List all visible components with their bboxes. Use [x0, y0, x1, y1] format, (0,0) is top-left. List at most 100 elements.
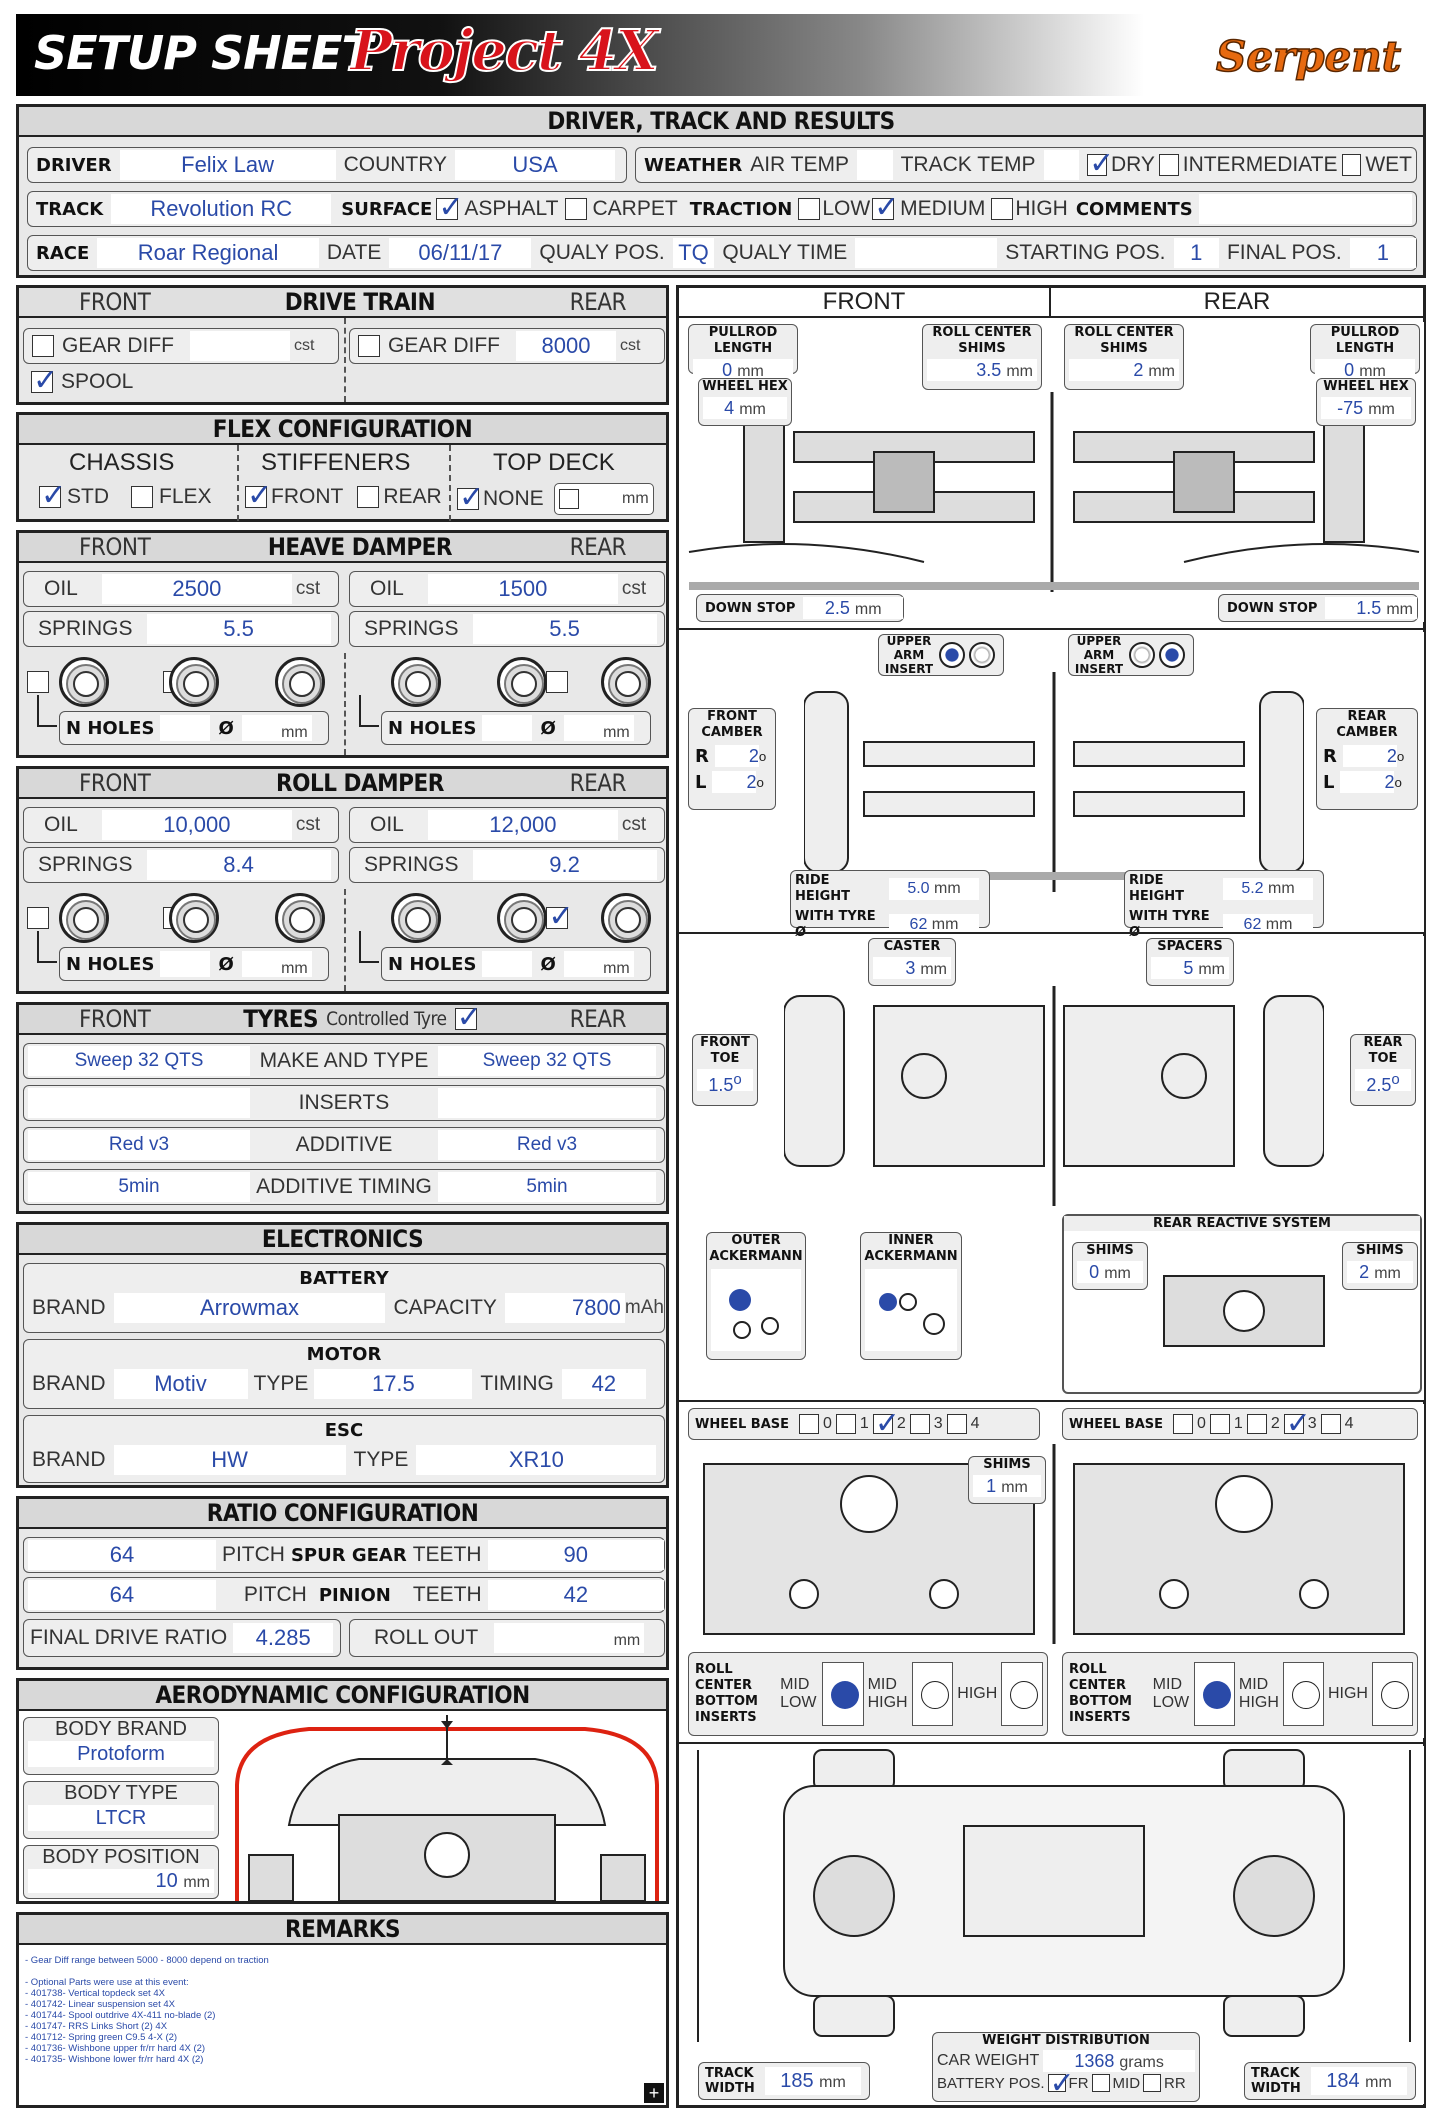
front-oil-field[interactable]: 10,000 — [101, 810, 292, 840]
tyre-front-field[interactable]: 62 mm — [889, 914, 979, 936]
wheelbase-option-checkbox[interactable] — [1209, 1414, 1230, 1434]
rrs-shims-left-field[interactable]: 0 mm — [1077, 1261, 1143, 1283]
mid-high-radio[interactable] — [911, 1662, 954, 1726]
starting-pos-field[interactable]: 1 — [1173, 238, 1219, 268]
country-field[interactable]: USA — [455, 150, 616, 180]
pullrod-front-field[interactable]: 0 mm — [693, 359, 793, 381]
front-gear-diff-checkbox[interactable] — [32, 335, 54, 357]
insert-option-icon[interactable] — [969, 642, 995, 668]
inner-ack-selector[interactable] — [865, 1269, 957, 1351]
high-radio[interactable] — [1001, 1662, 1043, 1726]
none-checkbox[interactable] — [457, 480, 484, 515]
rear-diameter-field[interactable]: mm — [563, 951, 634, 977]
medium-checkbox[interactable] — [872, 190, 899, 225]
body-brand-field[interactable]: Protoform — [28, 1741, 214, 1767]
rollout-field[interactable]: mm — [494, 1623, 645, 1653]
remarks-text[interactable]: - Gear Diff range between 5000 - 8000 de… — [25, 1955, 269, 2065]
front-piston-1-checkbox[interactable] — [27, 671, 49, 693]
wheel-hex-front-field[interactable]: 4 mm — [703, 397, 787, 419]
insert-option-icon[interactable] — [1129, 642, 1155, 668]
fdr-field[interactable]: 4.285 — [233, 1623, 334, 1653]
driver-field[interactable]: Felix Law — [119, 150, 336, 180]
battery-brand-field[interactable]: Arrowmax — [113, 1293, 386, 1323]
rear-piston-1-checkbox[interactable] — [546, 899, 573, 934]
rear-oil-field[interactable]: 1500 — [427, 574, 618, 604]
tw-rear-field[interactable]: 184 mm — [1311, 2067, 1407, 2095]
timing-field[interactable]: 42 — [561, 1369, 646, 1399]
tyre-front-field[interactable]: 5min — [28, 1172, 250, 1202]
down-stop-front-field[interactable]: 2.5 mm — [803, 597, 903, 619]
wheelbase-option-checkbox[interactable] — [1283, 1406, 1311, 1441]
top-deck-checkbox[interactable] — [558, 489, 579, 509]
body-position-field[interactable]: 10 mm — [28, 1869, 214, 1893]
race-field[interactable]: Roar Regional — [97, 238, 319, 268]
tyre-rear-field[interactable] — [438, 1088, 656, 1118]
front-springs-field[interactable]: 5.5 — [146, 614, 331, 644]
front-gear-diff-field[interactable] — [190, 331, 291, 361]
wheelbase-option-checkbox[interactable] — [872, 1406, 900, 1441]
motor-type-field[interactable]: 17.5 — [314, 1369, 473, 1399]
wheelbase-option-checkbox[interactable] — [835, 1414, 856, 1434]
tyre-front-field[interactable]: Red v3 — [28, 1130, 250, 1160]
pinion-teeth-field[interactable]: 42 — [487, 1580, 664, 1610]
high-checkbox[interactable] — [991, 198, 1014, 220]
mid-checkbox[interactable] — [1091, 2074, 1110, 2092]
rear-springs-field[interactable]: 9.2 — [472, 850, 657, 880]
qualy-time-field[interactable] — [855, 238, 998, 268]
rear-toe-field[interactable]: 2.5o — [1355, 1069, 1411, 1095]
tyre-rear-field[interactable]: 62 mm — [1223, 914, 1313, 936]
caster-field[interactable]: 3 mm — [873, 957, 951, 979]
pinion-pitch-field[interactable]: 64 — [28, 1580, 216, 1610]
esc-brand-field[interactable]: HW — [113, 1445, 346, 1475]
front-diameter-field[interactable]: mm — [241, 715, 312, 741]
dry-checkbox[interactable] — [1087, 146, 1114, 181]
wet-checkbox[interactable] — [1341, 154, 1362, 176]
wb-shims-field[interactable]: 1 mm — [973, 1475, 1041, 1497]
tyre-rear-field[interactable]: Sweep 32 QTS — [438, 1046, 656, 1076]
rear-springs-field[interactable]: 5.5 — [472, 614, 657, 644]
rear-diameter-field[interactable]: mm — [563, 715, 634, 741]
pullrod-rear-field[interactable]: 0 mm — [1315, 359, 1415, 381]
date-field[interactable]: 06/11/17 — [389, 238, 532, 268]
wheel-hex-rear-field[interactable]: -75 mm — [1321, 397, 1411, 419]
front-holes-field[interactable] — [160, 715, 211, 741]
high-radio[interactable] — [1371, 1662, 1413, 1726]
front-piston-1-checkbox[interactable] — [27, 907, 49, 929]
rear-holes-field[interactable] — [482, 951, 533, 977]
front-toe-field[interactable]: 1.5o — [697, 1069, 753, 1095]
camber-rr-field[interactable]: 2 — [1342, 745, 1397, 767]
air-temp-field[interactable] — [856, 150, 893, 180]
mid-high-radio[interactable] — [1282, 1662, 1324, 1726]
rear-oil-field[interactable]: 12,000 — [427, 810, 618, 840]
comments-field[interactable] — [1198, 194, 1412, 224]
rrs-shims-right-field[interactable]: 2 mm — [1347, 1261, 1413, 1283]
tw-front-field[interactable]: 185 mm — [765, 2067, 861, 2095]
down-stop-rear-field[interactable]: 1.5 mm — [1325, 597, 1417, 619]
stiffener-front-checkbox[interactable] — [245, 478, 272, 513]
camber-rl-field[interactable]: 2 — [1340, 771, 1395, 793]
rcs-front-field[interactable]: 3.5 mm — [927, 359, 1037, 381]
low-checkbox[interactable] — [798, 198, 821, 220]
insert-selected-icon[interactable] — [1159, 642, 1185, 668]
rcs-rear-field[interactable]: 2 mm — [1069, 359, 1179, 381]
stiffener-rear-checkbox[interactable] — [357, 486, 380, 508]
spur-pitch-field[interactable]: 64 — [28, 1540, 216, 1570]
final-pos-field[interactable]: 1 — [1349, 238, 1417, 268]
body-type-field[interactable]: LTCR — [28, 1805, 214, 1831]
motor-brand-field[interactable]: Motiv — [113, 1369, 248, 1399]
rear-gear-diff-checkbox[interactable] — [358, 335, 380, 357]
controlled-tyre-checkbox[interactable] — [454, 1000, 481, 1035]
car-weight-field[interactable]: 1368 grams — [1043, 2050, 1195, 2072]
expand-button[interactable]: + — [644, 2083, 664, 2103]
outer-ack-selector[interactable] — [711, 1269, 801, 1351]
camber-fl-field[interactable]: 2 — [712, 771, 757, 793]
track-field[interactable]: Revolution RC — [111, 194, 332, 224]
std-checkbox[interactable] — [39, 478, 66, 513]
spool-checkbox[interactable] — [31, 363, 58, 398]
capacity-field[interactable]: 7800 — [504, 1293, 625, 1323]
wheelbase-option-checkbox[interactable] — [946, 1414, 967, 1434]
wheelbase-option-checkbox[interactable] — [1246, 1414, 1267, 1434]
wheelbase-option-checkbox[interactable] — [799, 1414, 820, 1434]
fr-checkbox[interactable] — [1047, 2066, 1075, 2101]
rear-gear-diff-field[interactable]: 8000 — [516, 331, 617, 361]
